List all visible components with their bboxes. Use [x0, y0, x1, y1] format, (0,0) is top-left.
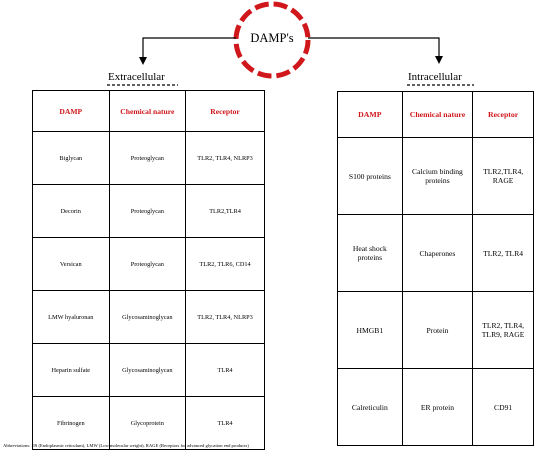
cell-receptor: TLR2, TLR4, TLR9, RAGE	[472, 291, 534, 369]
cell-receptor: CD91	[472, 368, 534, 446]
header-chemical-nature: Chemical nature	[401, 91, 474, 138]
table-header-row: DAMP Chemical nature Receptor	[32, 90, 265, 132]
cell-damp: S100 proteins	[337, 137, 403, 215]
table-row: Biglycan Proteoglycan TLR2, TLR4, NLRP3	[32, 131, 265, 185]
table-row: Decorin Proteoglycan TLR2,TLR4	[32, 184, 265, 238]
cell-damp: Heat shock proteins	[337, 214, 403, 292]
cell-chemical-nature: Glycosaminoglycan	[108, 343, 187, 397]
table-row: Calreticulin ER protein CD91	[337, 368, 534, 446]
cell-chemical-nature: Proteoglycan	[108, 237, 187, 291]
table-row: Fibrinogen Glycoprotein TLR4	[32, 396, 265, 450]
cell-damp: Calreticulin	[337, 368, 403, 446]
cell-chemical-nature: Chaperones	[401, 214, 474, 292]
cell-receptor: TLR2, TLR4, NLRP3	[185, 131, 265, 185]
cell-damp: Versican	[32, 237, 110, 291]
cell-chemical-nature: Glycosaminoglycan	[108, 290, 187, 344]
arrow-to-intracellular	[308, 37, 443, 64]
cell-receptor: TLR2, TLR6, CD14	[185, 237, 265, 291]
table-row: Heparin sulfate Glycosaminoglycan TLR4	[32, 343, 265, 397]
cell-receptor: TLR2, TLR4, NLRP3	[185, 290, 265, 344]
header-chemical-nature: Chemical nature	[108, 90, 187, 132]
cell-chemical-nature: Calcium binding proteins	[401, 137, 474, 215]
abbreviations-footnote: Abbreviations: ER (Endoplasmic reticulum…	[3, 443, 249, 448]
table-row: Heat shock proteins Chaperones TLR2, TLR…	[337, 214, 534, 292]
cell-chemical-nature: Proteoglycan	[108, 131, 187, 185]
cell-damp: Biglycan	[32, 131, 110, 185]
dashed-circle	[233, 1, 311, 79]
table-row: Versican Proteoglycan TLR2, TLR6, CD14	[32, 237, 265, 291]
cell-chemical-nature: Protein	[401, 291, 474, 369]
header-damp: DAMP	[337, 91, 403, 138]
cell-chemical-nature: ER protein	[401, 368, 474, 446]
cell-damp: HMGB1	[337, 291, 403, 369]
cell-chemical-nature: Proteoglycan	[108, 184, 187, 238]
cell-damp: Fibrinogen	[32, 396, 110, 450]
table-row: S100 proteins Calcium binding proteins T…	[337, 137, 534, 215]
extracellular-label: Extracellular	[108, 71, 165, 83]
table-row: HMGB1 Protein TLR2, TLR4, TLR9, RAGE	[337, 291, 534, 369]
header-damp: DAMP	[32, 90, 110, 132]
cell-receptor: TLR4	[185, 396, 265, 450]
cell-receptor: TLR4	[185, 343, 265, 397]
table-header-row: DAMP Chemical nature Receptor	[337, 91, 534, 138]
cell-chemical-nature: Glycoprotein	[108, 396, 187, 450]
intracellular-table: DAMP Chemical nature Receptor S100 prote…	[337, 91, 534, 446]
arrow-to-extracellular	[139, 37, 236, 65]
cell-damp: Decorin	[32, 184, 110, 238]
cell-receptor: TLR2,TLR4, RAGE	[472, 137, 534, 215]
header-receptor: Receptor	[472, 91, 534, 138]
cell-receptor: TLR2, TLR4	[472, 214, 534, 292]
cell-damp: Heparin sulfate	[32, 343, 110, 397]
cell-receptor: TLR2,TLR4	[185, 184, 265, 238]
diagram-title: DAMP's	[250, 31, 294, 45]
table-row: LMW hyaluronan Glycosaminoglycan TLR2, T…	[32, 290, 265, 344]
cell-damp: LMW hyaluronan	[32, 290, 110, 344]
intracellular-label: Intracellular	[408, 71, 462, 83]
header-receptor: Receptor	[185, 90, 265, 132]
extracellular-table: DAMP Chemical nature Receptor Biglycan P…	[32, 90, 265, 450]
